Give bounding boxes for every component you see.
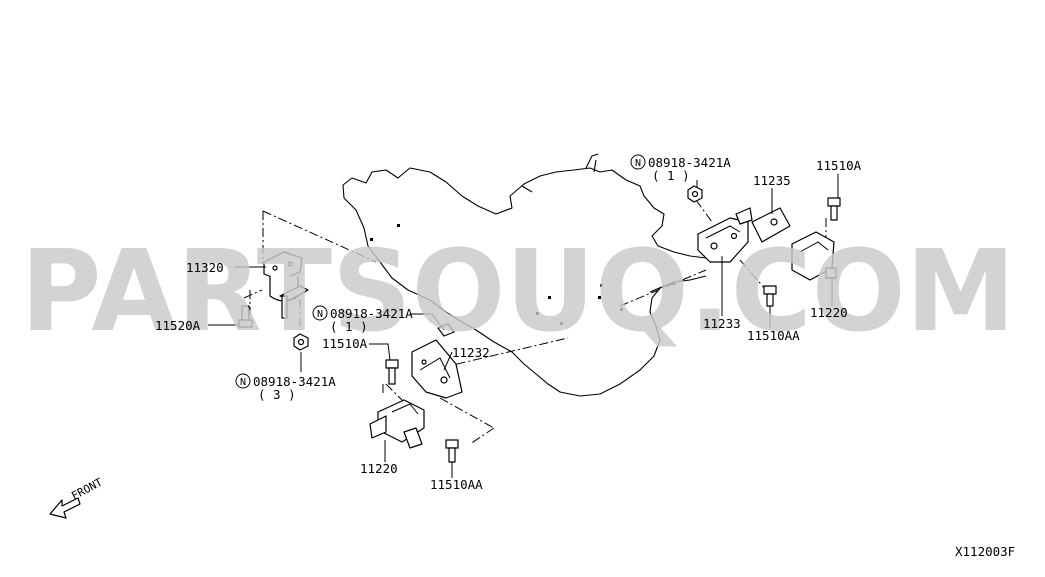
- callout-11520a: 11520A: [155, 318, 201, 333]
- callout-11220-lower: 11220: [360, 461, 398, 476]
- callout-08918-3421a-1-lower: N 08918-3421A ( 1 ): [312, 305, 413, 334]
- quantity: ( 1 ): [652, 168, 690, 183]
- part-number: 08918-3421A: [330, 306, 413, 321]
- callout-11233: 11233: [703, 316, 741, 331]
- mount-insulator-11320: [263, 251, 309, 319]
- alignment-lines: [243, 199, 827, 445]
- callout-11510a-upper: 11510A: [816, 158, 862, 173]
- front-arrow-icon: [49, 497, 81, 519]
- callout-08918-3421a-1-upper: N 08918-3421A ( 1 ): [630, 154, 731, 183]
- callout-11235: 11235: [753, 173, 791, 188]
- bolt-11510a-upper: [827, 197, 841, 221]
- callout-11220-upper: 11220: [810, 305, 848, 320]
- callout-11510a-lower: 11510A: [322, 336, 368, 351]
- bracket-11235: [751, 207, 791, 243]
- diagram-code: X112003F: [955, 544, 1015, 559]
- nut-08918-3421a-upper: [687, 185, 703, 203]
- engine-outline: [342, 153, 707, 397]
- bolt-11510aa-lower: [445, 439, 459, 463]
- leader-lines: [208, 174, 839, 478]
- callout-11510aa-lower: 11510AA: [430, 477, 483, 492]
- part-number: 08918-3421A: [253, 374, 336, 389]
- quantity: ( 3 ): [258, 387, 296, 402]
- front-indicator: FRONT: [49, 475, 105, 519]
- mount-11220-upper: [791, 231, 837, 281]
- front-label: FRONT: [69, 475, 105, 502]
- n-prefix: N: [240, 377, 246, 388]
- callout-labels: 11320 11520A N 08918-3421A ( 3 ) N 08918…: [155, 154, 862, 492]
- callout-11510aa-upper: 11510AA: [747, 328, 800, 343]
- part-number: 08918-3421A: [648, 155, 731, 170]
- callout-08918-3421a-3: N 08918-3421A ( 3 ): [235, 373, 336, 402]
- bracket-11232: [411, 323, 463, 399]
- callout-11232: 11232: [452, 345, 490, 360]
- n-prefix: N: [317, 309, 323, 320]
- mount-11220-lower: [369, 399, 425, 449]
- quantity: ( 1 ): [330, 319, 368, 334]
- bolt-11520a: [238, 305, 253, 328]
- watermark: PARTSOUQ.COM: [21, 227, 1016, 357]
- nut-08918-3421a-3: [293, 333, 309, 351]
- bracket-11233: [697, 207, 753, 263]
- n-prefix: N: [635, 158, 641, 169]
- bolt-11510a-lower: [385, 359, 399, 385]
- callout-11320: 11320: [186, 260, 224, 275]
